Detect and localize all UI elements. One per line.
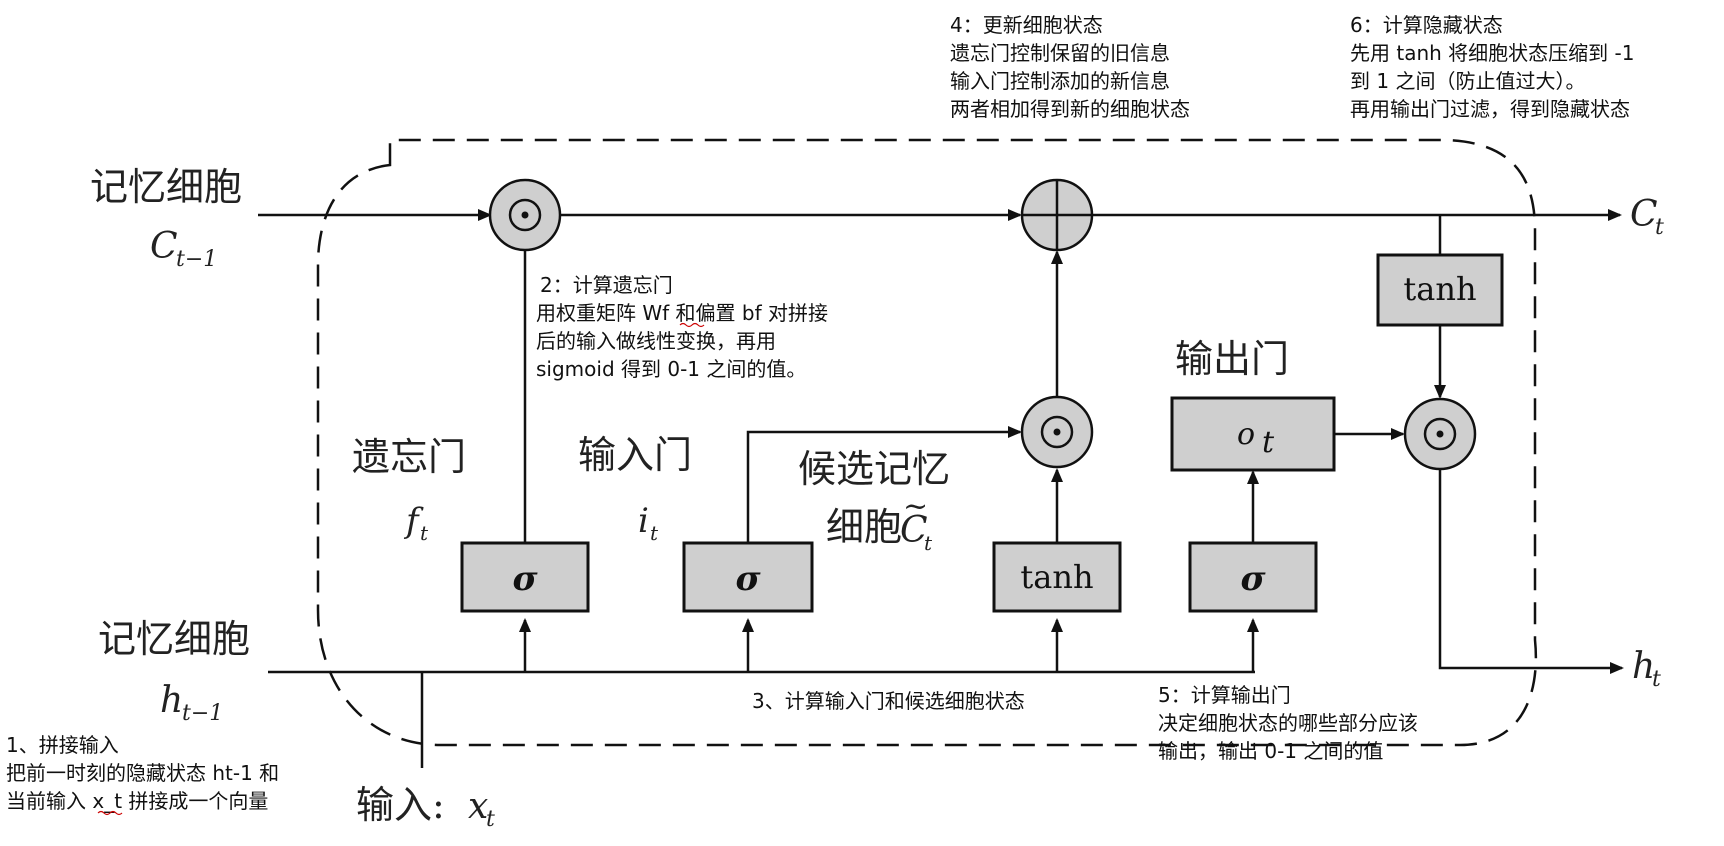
svg-text:t−1: t−1	[182, 701, 223, 726]
svg-text:当前输入 x_t 拼接成一个向量: 当前输入 x_t 拼接成一个向量	[6, 789, 268, 813]
note-step5: 5：计算输出门 决定细胞状态的哪些部分应该 输出，输出 0-1 之间的值	[1158, 683, 1418, 763]
svg-text:h: h	[160, 680, 183, 721]
svg-text:σ: σ	[1240, 559, 1266, 599]
svg-text:2：计算遗忘门: 2：计算遗忘门	[540, 273, 673, 297]
svg-text:先用 tanh 将细胞状态压缩到 -1: 先用 tanh 将细胞状态压缩到 -1	[1350, 41, 1634, 65]
forget-gate-label: 遗忘门	[352, 435, 466, 479]
svg-text:h: h	[1632, 646, 1655, 687]
svg-text:x: x	[468, 786, 488, 827]
output-gate-label: 输出门	[1175, 337, 1289, 381]
svg-text:tanh: tanh	[1403, 270, 1476, 308]
forget-sigma-box: σ	[460, 541, 590, 613]
forget-multiply-op	[488, 178, 562, 252]
h-out-path	[1438, 469, 1624, 674]
svg-text:t: t	[420, 521, 429, 545]
input-x-label: 输入: x t	[356, 783, 495, 832]
output-sigma-box: σ	[1188, 541, 1318, 613]
svg-text:1、拼接输入: 1、拼接输入	[6, 733, 119, 757]
svg-text:sigmoid 得到 0-1 之间的值。: sigmoid 得到 0-1 之间的值。	[536, 357, 806, 381]
svg-text:用权重矩阵 Wf 和偏置 bf 对拼接: 用权重矩阵 Wf 和偏置 bf 对拼接	[536, 301, 828, 325]
input-gate-path	[746, 426, 1022, 543]
h-out-label: h t	[1632, 646, 1661, 692]
note-step3: 3、计算输入门和候选细胞状态	[752, 689, 1025, 713]
output-ot-box: o t	[1170, 396, 1336, 472]
svg-text:到 1 之间（防止值过大）。: 到 1 之间（防止值过大）。	[1350, 69, 1585, 93]
input-sigma-box: σ	[682, 541, 814, 613]
candidate-tanh-box: tanh	[992, 541, 1122, 613]
svg-text:t: t	[650, 521, 659, 545]
output-tanh-box: tanh	[1376, 253, 1504, 327]
svg-text:σ: σ	[512, 559, 538, 599]
output-multiply-op	[1403, 397, 1477, 471]
svg-text:输出，输出 0-1 之间的值: 输出，输出 0-1 之间的值	[1158, 739, 1383, 763]
svg-text:t: t	[486, 807, 495, 832]
svg-text:决定细胞状态的哪些部分应该: 决定细胞状态的哪些部分应该	[1158, 711, 1418, 735]
svg-text:再用输出门过滤，得到隐藏状态: 再用输出门过滤，得到隐藏状态	[1350, 97, 1630, 121]
memory-cell-bottom-label: 记忆细胞	[98, 617, 250, 661]
svg-text:C: C	[900, 510, 928, 551]
svg-text:输入门控制添加的新信息: 输入门控制添加的新信息	[950, 69, 1170, 93]
svg-text:σ: σ	[735, 559, 761, 599]
svg-text:C: C	[150, 226, 178, 267]
c-out-label: C t	[1630, 194, 1664, 240]
cell-boundary	[316, 138, 1538, 747]
candidate-label-line2: 细胞 ~ C t	[826, 489, 933, 555]
svg-text:两者相加得到新的细胞状态: 两者相加得到新的细胞状态	[950, 97, 1190, 121]
svg-text:把前一时刻的隐藏状态 ht-1 和: 把前一时刻的隐藏状态 ht-1 和	[6, 761, 279, 785]
note-step6: 6：计算隐藏状态 先用 tanh 将细胞状态压缩到 -1 到 1 之间（防止值过…	[1350, 13, 1634, 121]
input-symbol: i t	[638, 501, 659, 545]
note-step1: 1、拼接输入 把前一时刻的隐藏状态 ht-1 和 当前输入 x_t 拼接成一个向…	[6, 733, 279, 816]
note-step4: 4：更新细胞状态 遗忘门控制保留的旧信息 输入门控制添加的新信息 两者相加得到新…	[950, 13, 1190, 121]
input-multiply-op	[1020, 395, 1094, 469]
svg-text:后的输入做线性变换，再用: 后的输入做线性变换，再用	[536, 329, 776, 353]
svg-text:细胞: 细胞	[826, 505, 902, 549]
svg-text:t: t	[1655, 215, 1664, 240]
svg-text:~: ~	[903, 489, 928, 524]
svg-text:t−1: t−1	[176, 247, 217, 272]
memory-cell-top-label: 记忆细胞	[90, 165, 242, 209]
svg-text:t: t	[1262, 425, 1275, 460]
svg-text:6：计算隐藏状态: 6：计算隐藏状态	[1350, 13, 1503, 37]
h-prev-label: h t−1	[160, 680, 223, 726]
svg-text:o: o	[1237, 417, 1255, 452]
c-prev-label: C t−1	[150, 226, 217, 272]
svg-text:i: i	[638, 501, 649, 541]
note-step2: 2：计算遗忘门 用权重矩阵 Wf 和偏置 bf 对拼接 后的输入做线性变换，再用…	[536, 273, 828, 381]
candidate-label-line1: 候选记忆	[798, 447, 950, 491]
plus-op	[1020, 178, 1094, 252]
svg-text:t: t	[924, 531, 933, 555]
svg-text:5：计算输出门: 5：计算输出门	[1158, 683, 1291, 707]
svg-text:4：更新细胞状态: 4：更新细胞状态	[950, 13, 1103, 37]
svg-text:tanh: tanh	[1020, 558, 1093, 596]
svg-text:C: C	[1630, 194, 1658, 235]
svg-text:t: t	[1652, 667, 1661, 692]
svg-text:输入:: 输入:	[356, 783, 445, 827]
input-gate-label: 输入门	[578, 433, 692, 477]
forget-symbol: f t	[403, 501, 429, 545]
svg-text:遗忘门控制保留的旧信息: 遗忘门控制保留的旧信息	[950, 41, 1170, 65]
